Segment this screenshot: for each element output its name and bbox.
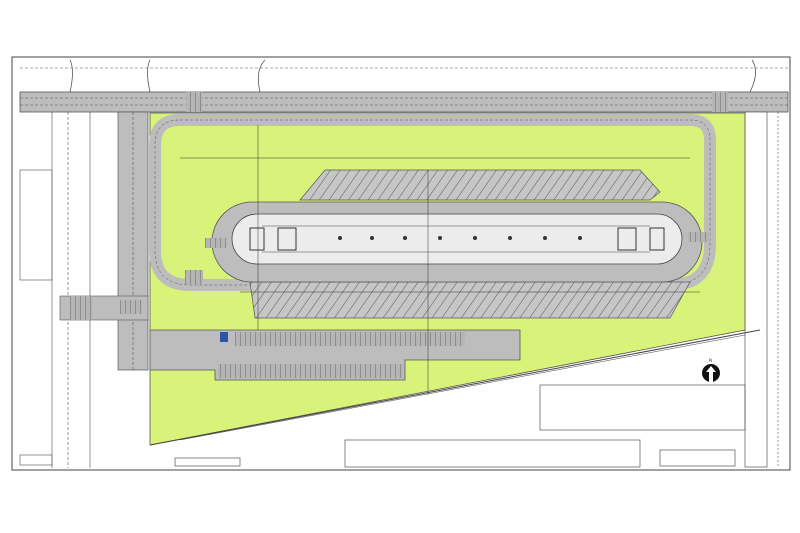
platform-canopies xyxy=(249,227,665,251)
transit-platform xyxy=(231,213,683,265)
adjacent-buildings xyxy=(174,384,746,468)
parking-south xyxy=(249,281,691,319)
north-arrow: N xyxy=(702,358,720,382)
top-street xyxy=(19,91,789,113)
crosswalks xyxy=(70,92,728,320)
left-street xyxy=(117,111,149,371)
left-streets xyxy=(19,112,91,468)
utility-lines xyxy=(180,125,700,395)
north-label: N xyxy=(709,358,712,363)
right-street xyxy=(744,111,768,468)
parking-north xyxy=(299,169,661,201)
